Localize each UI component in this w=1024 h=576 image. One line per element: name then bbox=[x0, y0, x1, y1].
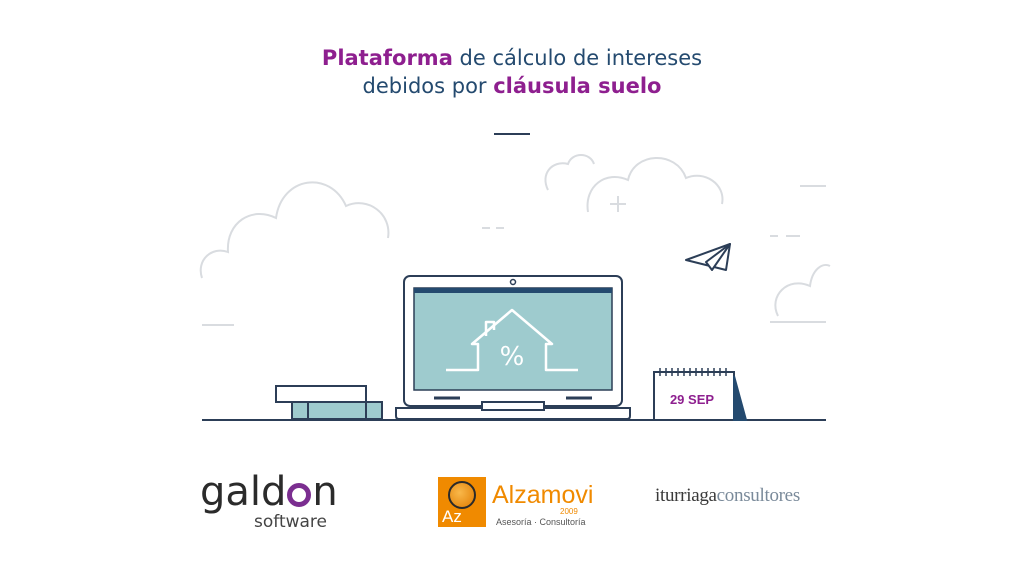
iturriaga-name: iturriaga bbox=[655, 485, 717, 506]
iturriaga-suffix: consultores bbox=[716, 485, 801, 506]
headline-line-1: Plataforma de cálculo de intereses bbox=[0, 44, 1024, 72]
iturriaga-consultores-logo: iturriagaconsultores bbox=[655, 485, 800, 507]
divider bbox=[494, 133, 530, 135]
calendar-date: 29 SEP bbox=[669, 392, 715, 407]
galdon-ring-icon bbox=[287, 483, 312, 507]
house-outline-icon bbox=[446, 308, 578, 372]
alzamovi-tagline: Asesoría · Consultoría bbox=[496, 517, 586, 527]
alzamovi-logo: Az Alzamovi 2009 Asesoría · Consultoría bbox=[438, 477, 598, 529]
alzamovi-name: Alzamovi bbox=[492, 481, 594, 509]
headline-text-1: de cálculo de intereses bbox=[452, 46, 703, 70]
percent-symbol: % bbox=[500, 342, 525, 372]
galdon-word-end: n bbox=[312, 469, 338, 515]
paper-plane-icon bbox=[685, 243, 731, 271]
headline-accent-2: cláusula suelo bbox=[493, 74, 662, 98]
headline-text-2: debidos por bbox=[362, 74, 494, 98]
globe-icon bbox=[448, 481, 476, 509]
cloud-icon bbox=[199, 154, 831, 326]
laptop-icon bbox=[395, 275, 631, 420]
alzamovi-year: 2009 bbox=[560, 507, 578, 516]
galdon-word-start: gald bbox=[200, 469, 287, 515]
alzamovi-badge-letters: Az bbox=[442, 507, 462, 526]
headline-accent-1: Plataforma bbox=[321, 46, 453, 70]
headline: Plataforma de cálculo de intereses debid… bbox=[0, 44, 1024, 100]
alzamovi-badge: Az bbox=[438, 477, 486, 527]
galdon-subtitle: software bbox=[254, 512, 328, 532]
calendar-icon bbox=[653, 368, 748, 421]
headline-line-2: debidos por cláusula suelo bbox=[0, 72, 1024, 100]
books-icon bbox=[275, 385, 383, 420]
